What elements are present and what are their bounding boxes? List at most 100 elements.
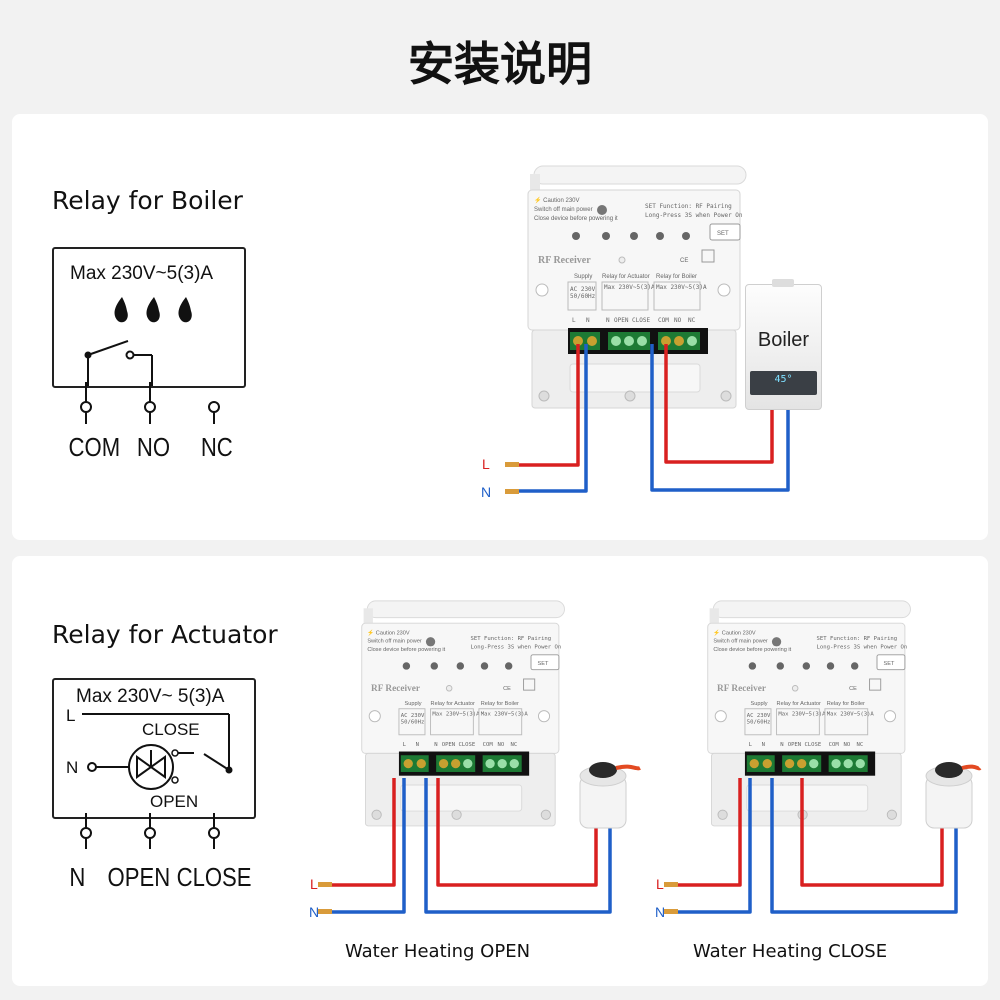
svg-text:N: N <box>606 317 610 324</box>
svg-text:Supply: Supply <box>405 701 422 707</box>
actuator-rating-text: Max 230V~ 5(3)A <box>76 686 225 707</box>
open-actuator-live <box>436 778 598 887</box>
svg-text:OPEN: OPEN <box>614 317 629 324</box>
svg-text:Max 230V~5(3)A: Max 230V~5(3)A <box>604 284 655 291</box>
set-button <box>530 654 560 671</box>
svg-text:Relay for Actuator: Relay for Actuator <box>777 701 821 707</box>
schematic-open-label: OPEN <box>150 792 199 811</box>
svg-text:NC: NC <box>688 317 696 324</box>
boiler-wiring <box>505 344 790 494</box>
svg-text:50/60Hz: 50/60Hz <box>401 720 425 726</box>
svg-text:COM: COM <box>829 742 840 748</box>
neutral-wire <box>517 344 588 493</box>
receiver-unit-open: ⚡ Caution 230V Switch off main power Clo… <box>345 599 568 832</box>
actuator-relay-schematic: Max 230V~ 5(3)A L CLOSE N OPEN <box>52 678 256 819</box>
receiver-unit-close: ⚡ Caution 230V Switch off main power Clo… <box>691 599 914 832</box>
svg-text:50/60Hz: 50/60Hz <box>747 720 771 726</box>
boiler-relay-card: Relay for Boiler Max 230V~5(3)A COM NO N… <box>12 114 988 540</box>
svg-text:Long-Press 3S when Power On: Long-Press 3S when Power On <box>471 644 562 650</box>
actuator-terminal-leads <box>80 813 220 849</box>
boiler-terminal-leads <box>80 382 220 424</box>
actuator-wiring <box>318 762 982 914</box>
svg-text:SET: SET <box>538 661 549 667</box>
set-button <box>709 223 741 241</box>
svg-text:L: L <box>403 742 407 748</box>
svg-text:Relay for Actuator: Relay for Actuator <box>431 701 475 707</box>
close-actuator-neutral <box>770 778 958 914</box>
svg-text:N: N <box>586 317 590 324</box>
boiler-schematic-drawing <box>84 297 192 386</box>
svg-text:Switch off main power: Switch off main power <box>534 207 593 213</box>
live-wire <box>517 344 580 467</box>
caption-water-heating-open: Water Heating OPEN <box>345 941 531 962</box>
actuator-terminal-close: CLOSE <box>176 862 252 892</box>
svg-text:SET Function: RF Pairing: SET Function: RF Pairing <box>645 203 732 210</box>
svg-text:⚡ Caution 230V: ⚡ Caution 230V <box>367 628 410 636</box>
actuator-open-device <box>579 762 641 829</box>
boiler-label: Boiler <box>757 329 810 351</box>
boiler-section-title: Relay for Boiler <box>52 186 243 215</box>
svg-text:CLOSE: CLOSE <box>804 742 821 748</box>
svg-text:COM: COM <box>483 742 494 748</box>
svg-text:Supply: Supply <box>574 274 592 280</box>
flame-icons <box>114 297 192 323</box>
close-live-label: L <box>656 876 664 892</box>
actuator-schematic-drawing <box>82 713 233 790</box>
terminal-block <box>746 755 868 772</box>
close-neutral-label: N <box>655 904 666 920</box>
boiler-display: 45° <box>774 374 793 385</box>
svg-text:Max 230V~5(3)A: Max 230V~5(3)A <box>432 711 480 717</box>
svg-text:N: N <box>762 742 765 748</box>
boiler-unit: Boiler 45° <box>745 279 822 410</box>
actuator-relay-card: Relay for Actuator Max 230V~ 5(3)A L CLO… <box>12 556 988 986</box>
svg-text:CE: CE <box>680 258 688 264</box>
svg-text:N: N <box>416 742 419 748</box>
svg-text:AC 230V: AC 230V <box>747 713 771 719</box>
svg-text:Max 230V~5(3)A: Max 230V~5(3)A <box>827 711 875 717</box>
open-neutral-wire <box>330 778 406 914</box>
brand-label: RF Receiver <box>717 684 766 694</box>
actuator-close-device <box>925 762 982 829</box>
svg-text:NO: NO <box>674 317 682 324</box>
svg-text:CLOSE: CLOSE <box>458 742 475 748</box>
svg-text:AC 230V: AC 230V <box>570 286 596 293</box>
boiler-live-wire <box>664 344 774 464</box>
svg-text:L: L <box>572 317 576 324</box>
svg-text:NO: NO <box>844 742 851 748</box>
open-live-label: L <box>310 876 318 892</box>
svg-text:CLOSE: CLOSE <box>632 317 650 324</box>
svg-text:CE: CE <box>849 686 857 692</box>
svg-text:NC: NC <box>857 742 864 748</box>
svg-text:N: N <box>780 742 783 748</box>
open-actuator-neutral <box>424 778 612 914</box>
svg-text:SET: SET <box>717 231 729 237</box>
svg-text:N: N <box>434 742 437 748</box>
svg-text:Close device before powering i: Close device before powering it <box>534 216 618 222</box>
svg-text:Max 230V~5(3)A: Max 230V~5(3)A <box>656 284 707 291</box>
actuator-terminal-open: OPEN <box>107 862 171 892</box>
close-neutral-wire <box>676 778 752 914</box>
caption-water-heating-close: Water Heating CLOSE <box>693 941 888 962</box>
schematic-neutral-label: N <box>66 758 79 777</box>
svg-text:Max 230V~5(3)A: Max 230V~5(3)A <box>481 711 529 717</box>
live-label: L <box>482 456 490 472</box>
actuator-section-title: Relay for Actuator <box>52 620 278 649</box>
svg-text:⚡ Caution 230V: ⚡ Caution 230V <box>534 196 580 204</box>
svg-text:Close device before powering i: Close device before powering it <box>367 647 445 653</box>
svg-text:OPEN: OPEN <box>788 742 801 748</box>
open-live-wire <box>330 778 396 887</box>
boiler-neutral-wire <box>650 344 790 492</box>
page-title: 安装说明 <box>408 37 592 91</box>
svg-text:Relay for Boiler: Relay for Boiler <box>827 701 865 707</box>
svg-text:SET Function: RF Pairing: SET Function: RF Pairing <box>817 636 898 642</box>
close-live-wire <box>676 778 742 887</box>
svg-text:Max 230V~5(3)A: Max 230V~5(3)A <box>778 711 826 717</box>
svg-text:CE: CE <box>503 686 511 692</box>
svg-text:Long-Press 3S when Power On: Long-Press 3S when Power On <box>645 212 743 219</box>
svg-text:SET: SET <box>884 661 895 667</box>
terminal-block <box>400 755 522 772</box>
neutral-label: N <box>481 484 492 500</box>
boiler-relay-schematic: Max 230V~5(3)A <box>52 247 246 388</box>
svg-text:Long-Press 3S when Power On: Long-Press 3S when Power On <box>817 644 908 650</box>
svg-text:SET Function: RF Pairing: SET Function: RF Pairing <box>471 636 552 642</box>
